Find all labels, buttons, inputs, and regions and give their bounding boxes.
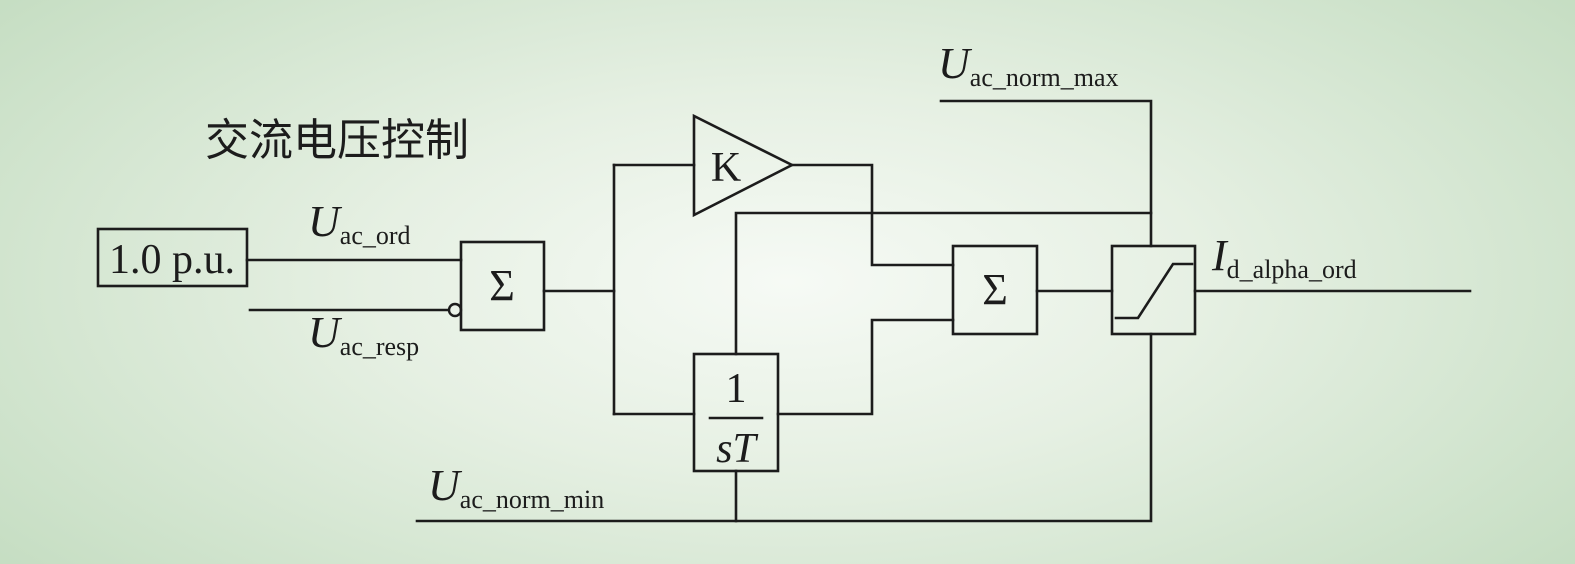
integrator-numerator: 1 xyxy=(726,366,747,412)
u-ac-norm-max-label: Uac_norm_max xyxy=(938,39,1119,92)
diagram-title: 交流电压控制 xyxy=(205,115,469,166)
integrator-output-line xyxy=(776,318,955,416)
u-ac-norm-max-line xyxy=(939,99,1153,248)
u-ac-ord-label: Uac_ord xyxy=(308,197,411,250)
u-ac-norm-min-label: Uac_norm_min xyxy=(428,461,604,514)
summing-junction-1 xyxy=(459,240,546,332)
integrator-denominator: sT xyxy=(716,426,758,472)
gain-output-line xyxy=(790,163,955,267)
summing-junction-2-symbol: Σ xyxy=(982,265,1008,314)
reference-block-label: 1.0 p.u. xyxy=(109,237,235,283)
reference-block xyxy=(96,227,249,288)
limiter-curve xyxy=(1114,262,1194,320)
gain-block xyxy=(692,113,795,218)
inversion-circle xyxy=(447,302,463,318)
i-d-alpha-ord-label: Id_alpha_ord xyxy=(1211,231,1357,284)
integrator-upper-limit-link xyxy=(734,211,1153,356)
u-ac-resp-label: Uac_resp xyxy=(308,308,419,361)
u-ac-norm-min-line xyxy=(415,332,1153,523)
gain-block-label: K xyxy=(711,145,741,191)
limiter-block xyxy=(1110,244,1197,336)
summing-junction-1-symbol: Σ xyxy=(489,261,515,310)
